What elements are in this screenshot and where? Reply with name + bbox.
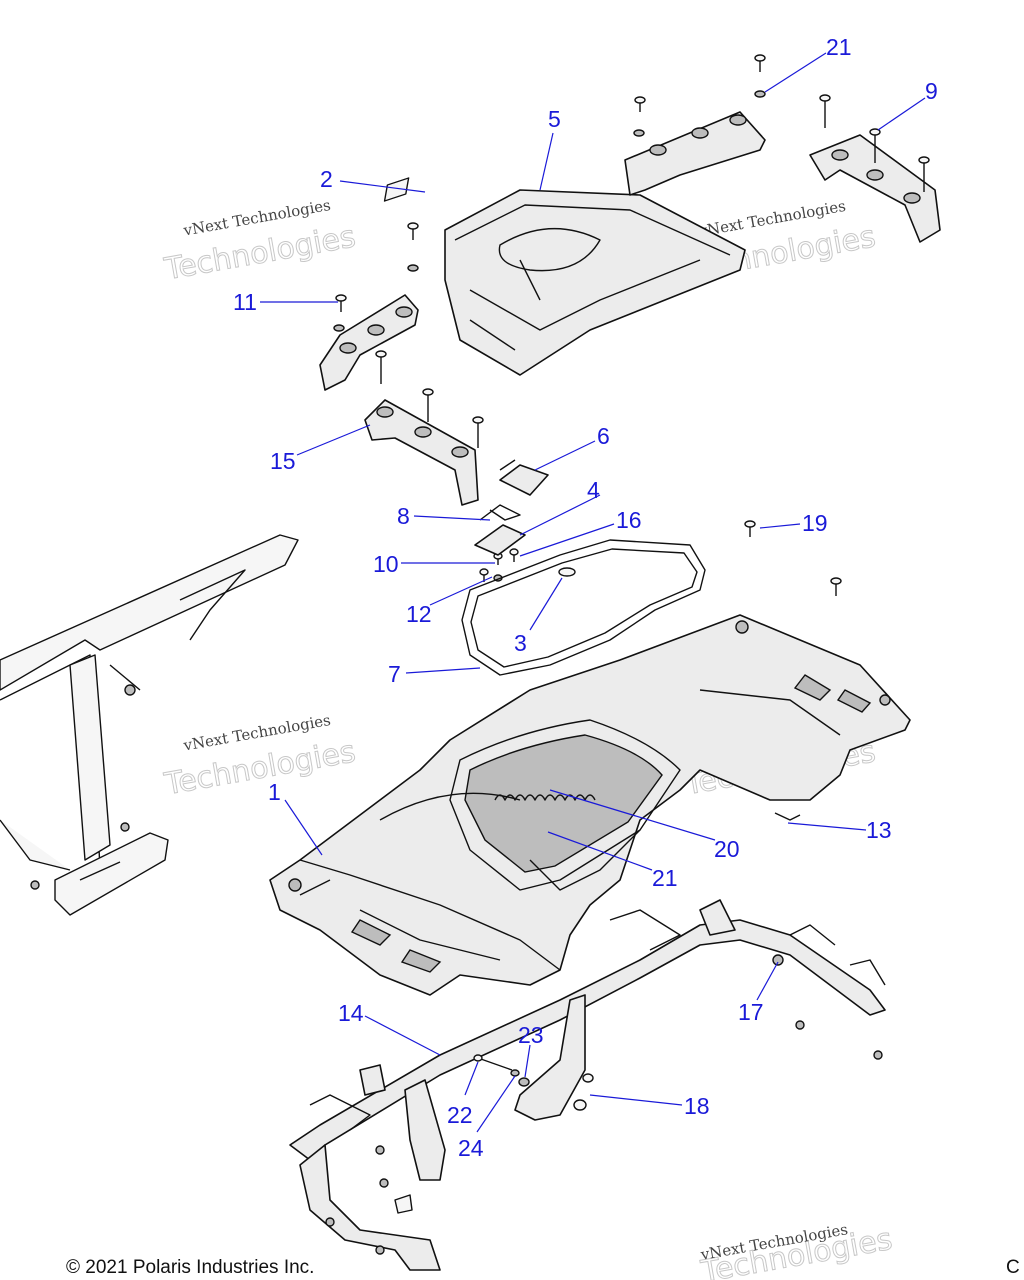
callout-18: 18 — [684, 1093, 710, 1119]
callout-10: 10 — [373, 551, 399, 577]
callout-7: 7 — [388, 661, 401, 687]
callout-14: 14 — [338, 1000, 364, 1026]
callout-21-top: 21 — [826, 34, 852, 60]
callout-23: 23 — [518, 1022, 544, 1048]
callout-17: 17 — [738, 999, 764, 1025]
part-8-clip — [479, 504, 521, 521]
part-9-bracket — [809, 134, 941, 243]
watermark-bottom-right: Technologies vNext Technologies — [697, 1220, 895, 1280]
left-frame — [0, 534, 299, 916]
callout-21-bottom: 21 — [652, 865, 678, 891]
callout-13: 13 — [866, 817, 892, 843]
callout-6: 6 — [597, 423, 610, 449]
callouts: 21 9 5 2 11 15 6 4 8 16 10 19 12 3 7 1 2… — [233, 34, 938, 1161]
callout-19: 19 — [802, 510, 828, 536]
part-15-bracket — [364, 399, 479, 506]
callout-9: 9 — [925, 78, 938, 104]
upper-bracket — [624, 111, 766, 196]
callout-12: 12 — [406, 601, 432, 627]
callout-16: 16 — [616, 507, 642, 533]
part-6-latch — [499, 459, 549, 496]
callout-11: 11 — [233, 289, 257, 315]
part-5-rack — [444, 189, 746, 376]
copyright-notice: © 2021 Polaris Industries Inc. — [66, 1257, 315, 1278]
part-11-bracket — [319, 294, 419, 391]
diagram-code: C — [1006, 1257, 1020, 1278]
part-3-plug — [558, 567, 576, 577]
part-13-clip — [774, 812, 801, 821]
part-2-decal — [383, 177, 410, 202]
callout-3: 3 — [514, 630, 527, 656]
part-1-rear-fender — [269, 614, 911, 996]
part-7-seal — [461, 539, 706, 676]
watermark-top-left: Technologies vNext Technologies — [161, 196, 359, 288]
callout-24: 24 — [458, 1135, 484, 1161]
part-20-spring — [494, 794, 596, 801]
callout-15: 15 — [270, 448, 296, 474]
callout-5: 5 — [548, 106, 561, 132]
callout-8: 8 — [397, 503, 410, 529]
callout-4: 4 — [587, 477, 600, 503]
part-14-bumper — [289, 899, 886, 1271]
part-4-plate — [474, 524, 526, 556]
callout-2: 2 — [320, 166, 333, 192]
leader-lines — [260, 52, 926, 1133]
callout-22: 22 — [447, 1102, 473, 1128]
watermark-mid-left: Technologies vNext Technologies — [161, 711, 359, 803]
callout-1: 1 — [268, 779, 281, 805]
callout-20: 20 — [714, 836, 740, 862]
